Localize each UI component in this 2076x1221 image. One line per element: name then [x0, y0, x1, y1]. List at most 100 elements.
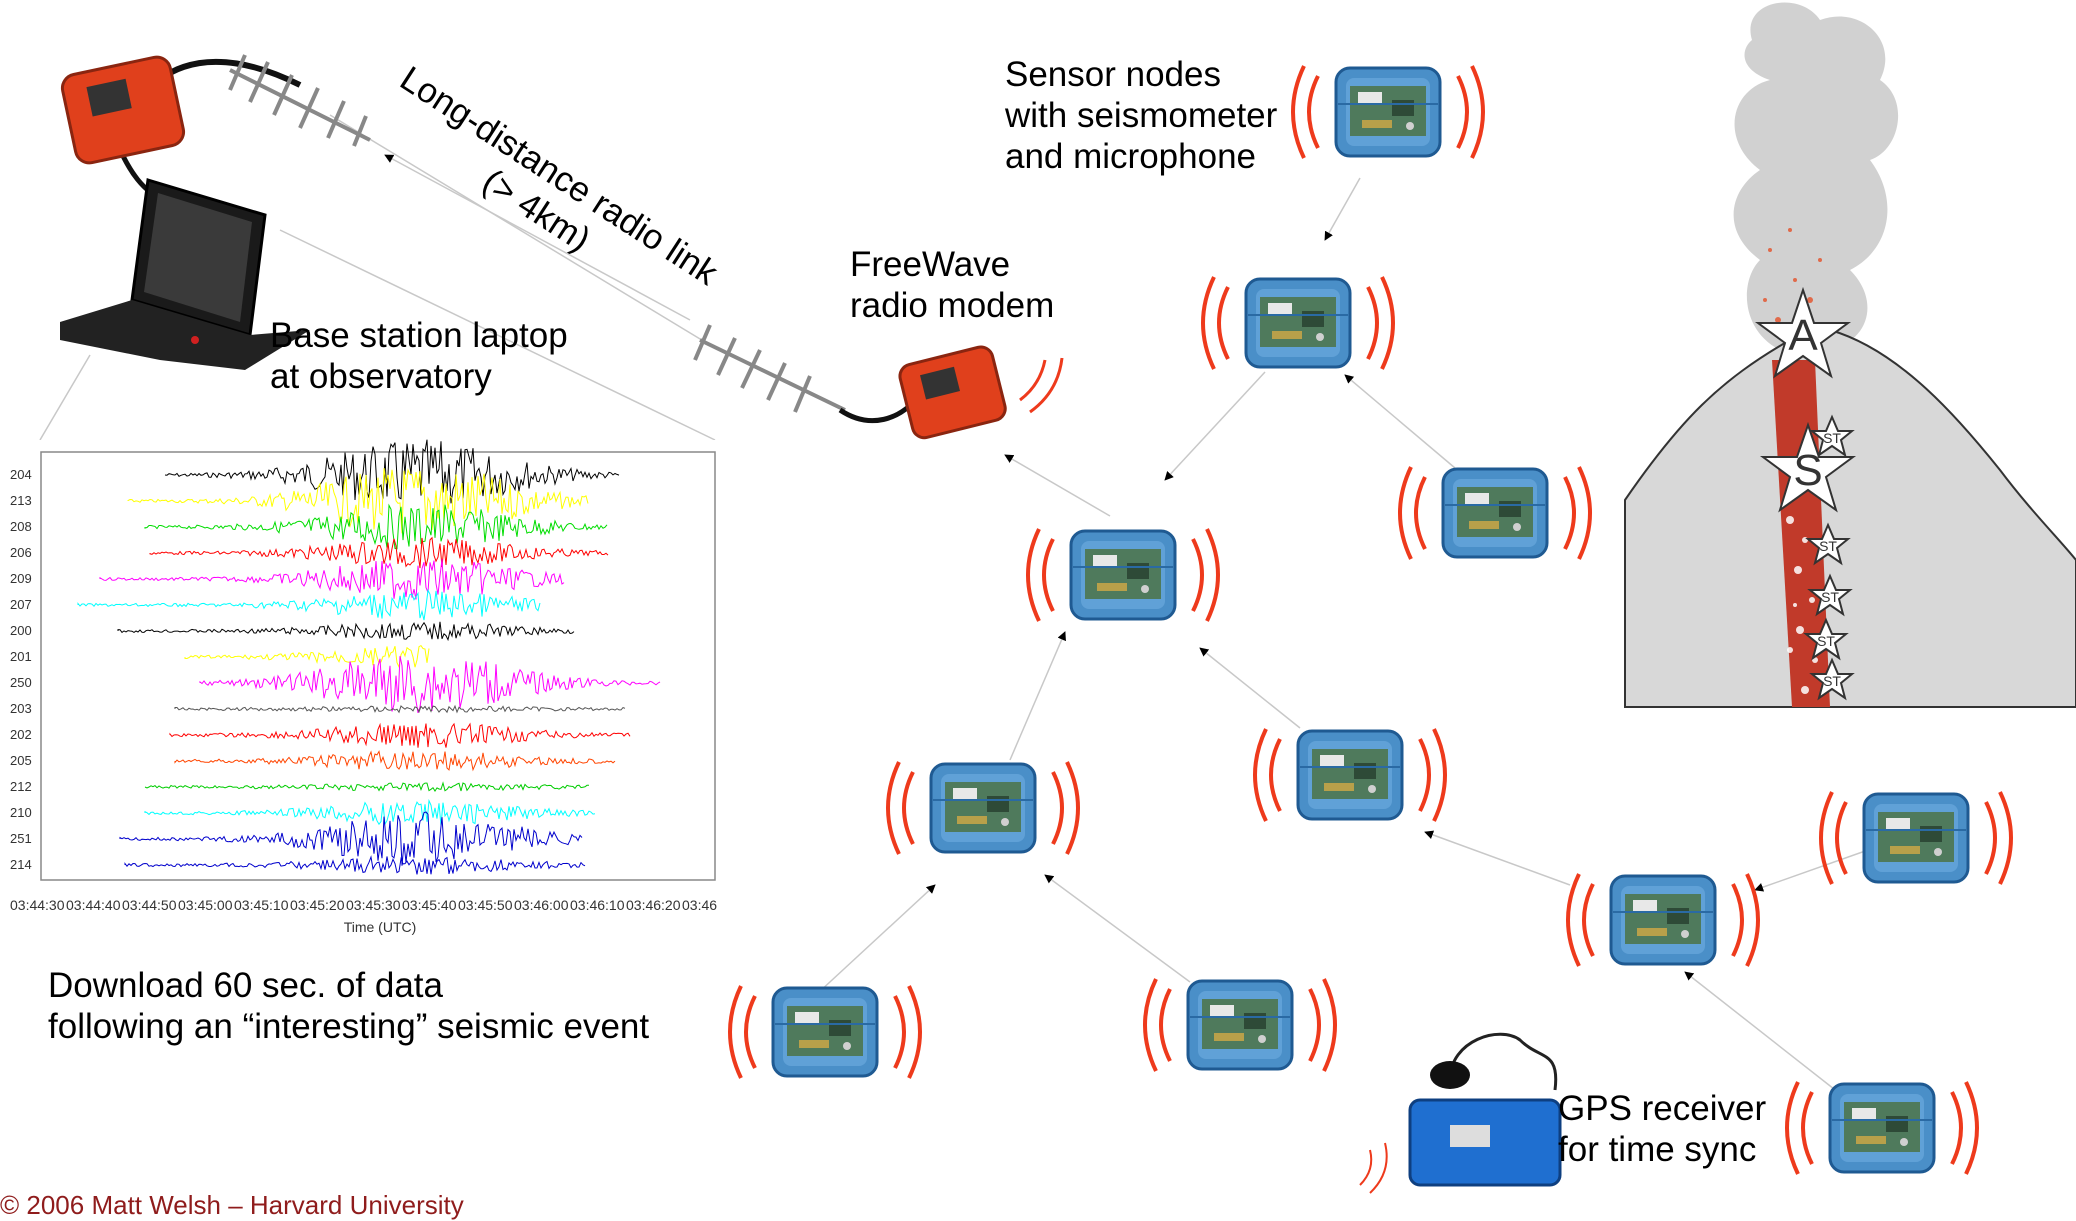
- sensor-node: [1566, 872, 1760, 968]
- station-label: 251: [10, 831, 32, 846]
- star-s: S: [1759, 421, 1857, 513]
- base-station-line: Base station laptop: [270, 316, 568, 355]
- download-line: Download 60 sec. of data: [48, 966, 443, 1005]
- gps-receiver-icon: [1359, 1032, 1562, 1194]
- link: [1754, 849, 1869, 892]
- time-tick-label: 03:45:40: [402, 897, 457, 913]
- link: [1009, 631, 1066, 761]
- trace-213: [127, 468, 589, 534]
- star-a: A: [1754, 286, 1852, 379]
- small-stars: ST ST ST ST ST: [1803, 414, 1855, 701]
- sensor-node: [1785, 1080, 1979, 1176]
- base-station-line: at observatory: [270, 357, 492, 396]
- time-tick-label: 03:46:10: [570, 897, 625, 913]
- sensor-node: [1026, 527, 1220, 623]
- volcano-smoke: [1733, 2, 1899, 350]
- link: [1344, 374, 1456, 469]
- trace-204: [164, 439, 620, 504]
- station-label: 209: [10, 571, 32, 586]
- freewave-modem-icon: [693, 324, 1064, 440]
- seismogram-panel: 2042132082062092072002012502032022052122…: [0, 439, 717, 940]
- copyright-footer: © 2006 Matt Welsh – Harvard University: [0, 1190, 464, 1220]
- sensor-nodes-line: and microphone: [1005, 137, 1256, 176]
- trace-250: [199, 655, 661, 714]
- station-label: 210: [10, 805, 32, 820]
- time-tick-label: 03:44:30: [10, 897, 65, 913]
- laptop-icon: [60, 178, 310, 370]
- trace-205: [174, 750, 616, 772]
- sensor-nodes-line: with seismometer: [1005, 96, 1278, 135]
- time-tick-label: 03:44:40: [66, 897, 121, 913]
- station-label: 208: [10, 519, 32, 534]
- trace-212: [144, 781, 589, 792]
- download-line: following an “interesting” seismic event: [48, 1007, 650, 1046]
- link: [1044, 874, 1191, 983]
- station-label: 214: [10, 857, 32, 872]
- time-tick-label: 03:45:20: [290, 897, 345, 913]
- time-tick-label: 03:45:30: [346, 897, 401, 913]
- link: [1684, 971, 1849, 1101]
- freewave-label: FreeWave radio modem: [850, 244, 1054, 326]
- time-tick-label: 03:46:00: [514, 897, 569, 913]
- station-label: 200: [10, 623, 32, 638]
- seismogram-frame: [40, 451, 716, 881]
- station-label: 204: [10, 467, 32, 482]
- sensor-node: [1253, 727, 1447, 823]
- small-star-label: ST: [1817, 633, 1835, 649]
- gps-line: GPS receiver: [1558, 1089, 1767, 1128]
- trace-209: [99, 559, 565, 600]
- callout-lines: [39, 114, 716, 441]
- download-label: Download 60 sec. of data following an “i…: [48, 965, 649, 1047]
- station-label: 202: [10, 727, 32, 742]
- time-tick-label: 03:44:50: [122, 897, 177, 913]
- time-tick-label: 03:46:20: [626, 897, 681, 913]
- sensor-node: [1398, 465, 1592, 561]
- trace-214: [124, 855, 586, 875]
- trace-208: [144, 503, 608, 550]
- station-label: 212: [10, 779, 32, 794]
- trace-203: [174, 704, 626, 714]
- time-tick-label: 03:45:50: [458, 897, 513, 913]
- small-star-label: ST: [1819, 538, 1837, 554]
- trace-210: [144, 798, 596, 826]
- station-label: 213: [10, 493, 32, 508]
- gps-label: GPS receiver for time sync: [1558, 1088, 1766, 1170]
- link: [1004, 454, 1111, 517]
- mesh-links: [384, 154, 1869, 1101]
- station-label: 205: [10, 753, 32, 768]
- base-modem-icon: [60, 54, 371, 208]
- freewave-line: radio modem: [850, 286, 1055, 325]
- volcano-body: [1624, 328, 2076, 708]
- sensor-node: [728, 984, 922, 1080]
- star-a-label: A: [1788, 311, 1818, 360]
- time-tick-label: 03:46: [682, 897, 717, 913]
- station-label: 207: [10, 597, 32, 612]
- yagi-antenna-icon: [228, 54, 371, 147]
- freewave-line: FreeWave: [850, 245, 1011, 284]
- time-tick-label: 03:45:10: [234, 897, 289, 913]
- station-label: 201: [10, 649, 32, 664]
- link: [804, 884, 936, 1006]
- sensor-node: [1291, 64, 1485, 160]
- base-station-label: Base station laptop at observatory: [270, 315, 568, 397]
- trace-207: [77, 588, 541, 621]
- time-tick-label: 03:45:00: [178, 897, 233, 913]
- link: [1424, 830, 1571, 886]
- trace-206: [149, 536, 609, 569]
- trace-251: [119, 811, 583, 866]
- star-s-label: S: [1793, 446, 1822, 495]
- small-star-label: ST: [1823, 430, 1841, 446]
- sensor-node: [886, 760, 1080, 856]
- station-label: 206: [10, 545, 32, 560]
- seismic-traces: [77, 439, 661, 875]
- gps-line: for time sync: [1558, 1130, 1757, 1169]
- link: [384, 154, 691, 321]
- lava-sparks: [1763, 228, 1822, 343]
- trace-201: [184, 644, 430, 669]
- sensor-nodes-label: Sensor nodes with seismometer and microp…: [1005, 54, 1277, 177]
- small-star-label: ST: [1821, 589, 1839, 605]
- volcano-illustration: A S ST ST ST ST ST: [1624, 0, 2076, 708]
- trace-202: [169, 722, 631, 748]
